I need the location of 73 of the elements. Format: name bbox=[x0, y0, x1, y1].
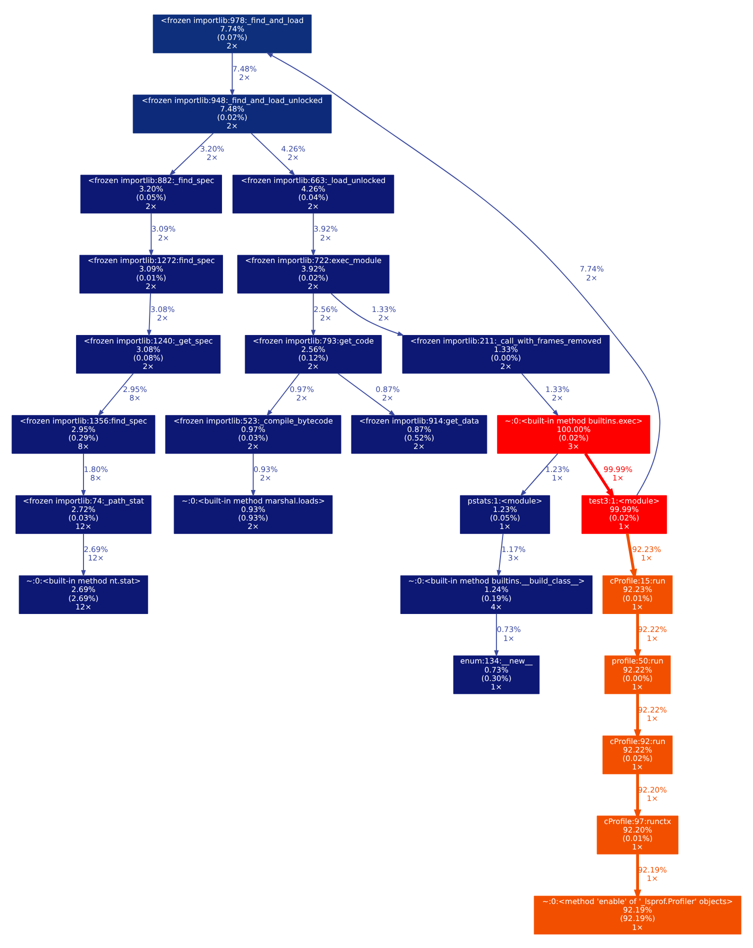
arrow bbox=[330, 292, 404, 336]
edge-label: 99.99% 1× bbox=[604, 464, 633, 482]
arrow bbox=[146, 292, 152, 336]
edge-label: 1.23% 1× bbox=[545, 464, 570, 482]
node-box: <frozen importlib:882:_find_spec 3.20% (0.05%) 2× bbox=[80, 174, 222, 213]
edge-label: 2.69% 12× bbox=[84, 544, 108, 562]
node-box: test3:1:<module> 99.99% (0.02%) 1× bbox=[582, 494, 667, 534]
node-box: cProfile:97:runctx 92.20% (0.01%) 1× bbox=[596, 815, 678, 854]
node-box: <frozen importlib:978:_find_and_load 7.74% (0.07%) 2× bbox=[152, 14, 312, 53]
arrow bbox=[81, 532, 86, 576]
arrow bbox=[494, 612, 499, 656]
edge-label: 92.22% 1× bbox=[638, 624, 667, 642]
arrow bbox=[310, 212, 316, 256]
edge-label: 1.80% 8× bbox=[84, 464, 108, 482]
arrow bbox=[520, 452, 558, 496]
node-box: cProfile:15:run 92.23% (0.01%) 1× bbox=[602, 574, 673, 614]
edge-label: 0.93% 2× bbox=[254, 464, 278, 482]
arrow bbox=[337, 372, 396, 416]
arrow bbox=[266, 52, 660, 496]
arrow bbox=[496, 532, 504, 576]
arrow bbox=[81, 452, 86, 496]
node-box: <frozen importlib:948:_find_and_load_unlocked 7.48% (0.02%) 2× bbox=[132, 94, 332, 133]
edge-label: 2.56% 2× bbox=[314, 304, 338, 322]
node-box: <frozen importlib:722:exec_module 3.92% (0.02%) 2× bbox=[237, 254, 390, 294]
arrow bbox=[250, 452, 256, 496]
arrow bbox=[250, 132, 296, 176]
node-box: <frozen importlib:211:_call_with_frames_removed 1.33% (0.00%) 2× bbox=[402, 334, 610, 374]
arrow bbox=[266, 372, 300, 416]
edge-label: 92.19% 1× bbox=[638, 865, 667, 883]
node-box: pstats:1:<module> 1.23% (0.05%) 1× bbox=[460, 494, 550, 534]
node-box: <frozen importlib:523:_compile_bytecode 0.97% (0.03%) 2× bbox=[165, 414, 342, 454]
edge-label: 1.33% 2× bbox=[372, 304, 396, 322]
edge-label: 92.23% 1× bbox=[632, 544, 662, 562]
edge-label: 3.20% 2× bbox=[200, 144, 224, 162]
node-box: <frozen importlib:74:_path_stat 2.72% (0.03%) 12× bbox=[16, 494, 152, 534]
arrow bbox=[98, 372, 134, 416]
arrow bbox=[230, 52, 235, 96]
edge-label: 7.74% 2× bbox=[580, 264, 604, 282]
edge-label: 0.73% 1× bbox=[496, 624, 521, 642]
node-box: ~:0:<built-in method marshal.loads> 0.93% (0.93%) 2× bbox=[174, 494, 333, 534]
edge-label: 3.92% 2× bbox=[314, 224, 338, 242]
arrow bbox=[584, 452, 615, 498]
node-box: <frozen importlib:663:_load_unlocked 4.26% (0.04%) 2× bbox=[232, 174, 394, 213]
node-box: ~:0:<built-in method builtins.exec> 100.00% (0.02%) 3× bbox=[497, 414, 650, 454]
node-box: ~:0:<method 'enable' of '_lsprof.Profiler' objects> 92.19% (92.19%) 1× bbox=[534, 895, 742, 934]
edge-label: 2.95% 8× bbox=[122, 384, 148, 402]
node-box: cProfile:92:run 92.22% (0.02%) 1× bbox=[602, 735, 673, 774]
node-box: ~:0:<built-in method builtins.__build_class__> 1.24% (0.19%) 4× bbox=[400, 574, 593, 614]
node-box: <frozen importlib:1356:find_spec 2.95% (0.29%) 8× bbox=[12, 414, 156, 454]
node-box: <frozen importlib:1272:find_spec 3.09% (0.01%) 2× bbox=[79, 254, 223, 294]
node-box: <frozen importlib:914:get_data 0.87% (0.52%) 2× bbox=[351, 414, 488, 454]
arrow bbox=[634, 854, 642, 900]
arrow bbox=[169, 132, 214, 176]
arrow bbox=[626, 532, 638, 580]
arrow bbox=[310, 292, 316, 336]
edge-label: 0.87% 2× bbox=[376, 384, 400, 402]
edge-label: 3.09% 2× bbox=[151, 224, 176, 242]
node-box: ~:0:<built-in method nt.stat> 2.69% (2.69%) 12× bbox=[18, 574, 148, 614]
node-box: enum:134:__new__ 0.73% (0.30%) 1× bbox=[453, 654, 540, 694]
edge-label: 3.08% 2× bbox=[150, 304, 175, 322]
node-box: <frozen importlib:793:get_code 2.56% (0.12%) 2× bbox=[244, 334, 382, 374]
edge-label: 92.22% 1× bbox=[638, 704, 667, 722]
edge-label: 1.17% 3× bbox=[502, 544, 526, 562]
node-box: <frozen importlib:1240:_get_spec 3.08% (0.08%) 2× bbox=[76, 334, 221, 374]
arrow bbox=[148, 212, 154, 256]
edge-label: 7.48% 2× bbox=[232, 64, 257, 82]
arrow bbox=[634, 773, 642, 820]
arrow bbox=[521, 372, 559, 416]
node-box: profile:50:run 92.22% (0.00%) 1× bbox=[604, 654, 671, 694]
edge-label: 1.33% 2× bbox=[545, 384, 570, 402]
edge-label: 4.26% 2× bbox=[281, 144, 306, 162]
edge-label: 92.20% 1× bbox=[638, 784, 667, 803]
edge-label: 0.97% 2× bbox=[290, 384, 314, 402]
